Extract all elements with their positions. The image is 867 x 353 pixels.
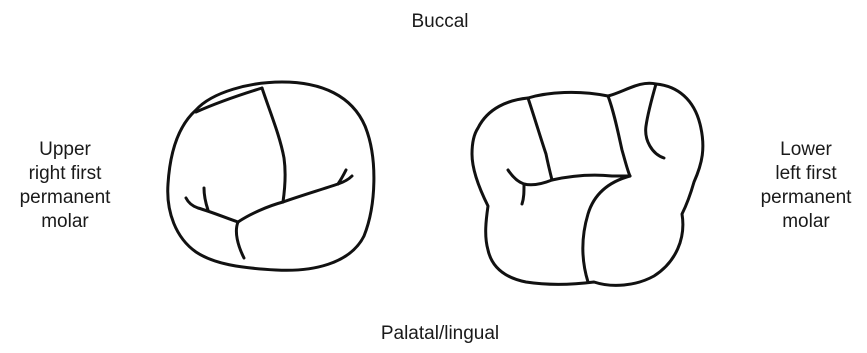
lower-molar-groove-distal	[646, 84, 664, 158]
lower-molar-label: Lower left first permanent molar	[745, 138, 867, 234]
palatal-lingual-label: Palatal/lingual	[330, 322, 550, 346]
lower-molar-groove-mesial	[508, 170, 552, 185]
lower-molar-groove-distobuccal	[608, 96, 630, 176]
lower-molar-groove-distolingual	[583, 176, 630, 282]
palatal-lingual-label-text: Palatal/lingual	[330, 322, 550, 346]
lower-molar-groove-mesial-branch	[522, 184, 524, 204]
lower-molar-outline	[472, 83, 703, 285]
lower-molar-label-line-2: left first	[745, 162, 867, 186]
lower-molar-label-line-3: permanent	[745, 186, 867, 210]
lower-molar-label-line-4: molar	[745, 210, 867, 234]
lower-molar-label-line-1: Lower	[745, 138, 867, 162]
lower-molar-groove-mesiobuccal	[528, 98, 552, 180]
